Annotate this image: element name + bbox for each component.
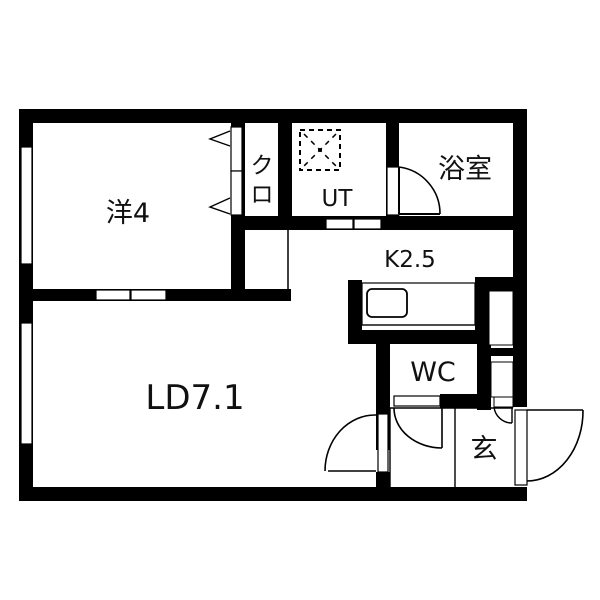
washer-space-icon — [299, 129, 341, 171]
label-bathroom: 浴室 — [438, 154, 492, 185]
label-kitchen: K2.5 — [384, 247, 436, 273]
bathroom — [386, 131, 513, 216]
kitchen — [287, 230, 514, 346]
label-utility: UT — [322, 186, 354, 212]
toilet-room — [390, 344, 514, 449]
label-entrance: 玄 — [471, 434, 498, 465]
label-closet-line1: ク — [251, 153, 274, 179]
label-toilet: WC — [410, 357, 456, 388]
closet — [208, 123, 278, 216]
window-western-bottom-a — [95, 289, 131, 301]
window-western-bottom-b — [130, 289, 167, 301]
label-living-dining: LD7.1 — [145, 378, 244, 418]
utility-room — [292, 123, 386, 230]
sink-icon — [366, 288, 408, 318]
window-ld-left — [20, 322, 33, 445]
windows — [20, 146, 167, 445]
entrance — [324, 396, 584, 487]
label-western-room: 洋4 — [106, 198, 150, 229]
label-closet-line2: ロ — [251, 182, 274, 208]
window-western-left — [20, 146, 33, 265]
